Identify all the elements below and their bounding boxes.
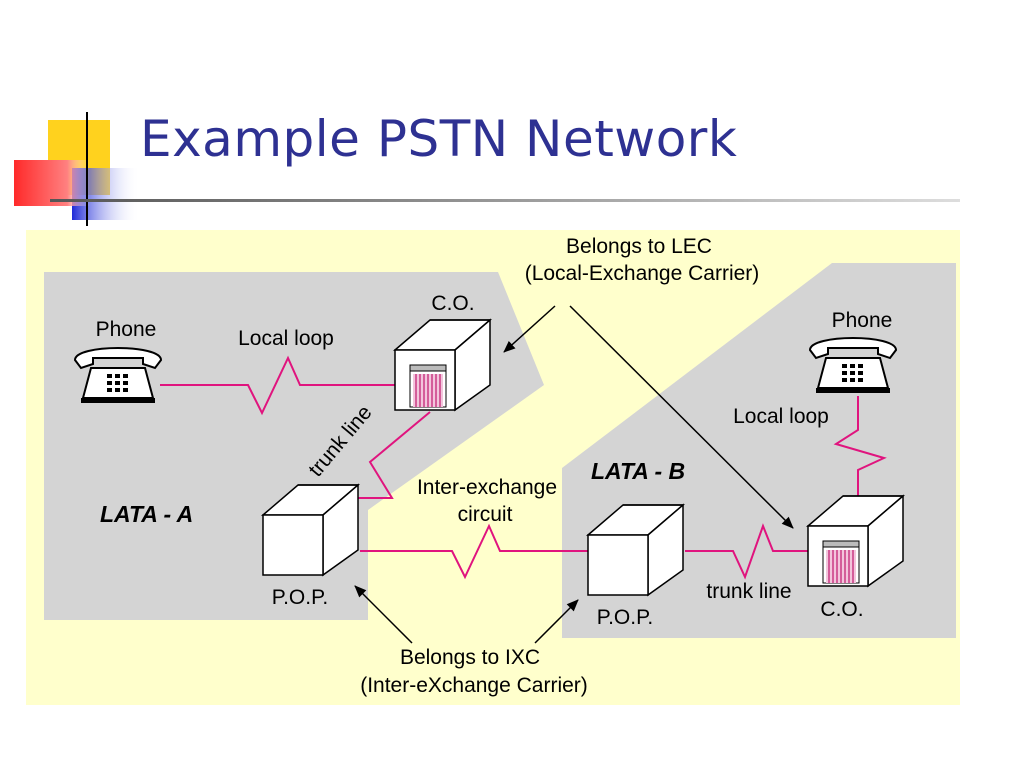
trunk-line-b-label: trunk line <box>706 580 791 603</box>
inter-exchange-label-line1: Inter-exchange <box>417 476 557 499</box>
lata-b-label: LATA - B <box>591 458 685 484</box>
local-loop-line-a <box>160 355 395 416</box>
lec-label-line2: (Local-Exchange Carrier) <box>525 262 760 285</box>
co-a-label: C.O. <box>431 292 474 315</box>
inter-exchange-label-line2: circuit <box>458 503 513 526</box>
title-decoration <box>14 112 960 226</box>
ixc-label-line2: (Inter-eXchange Carrier) <box>360 674 588 697</box>
inter-exchange-circuit-line <box>360 523 590 580</box>
page-title: Example PSTN Network <box>140 110 738 168</box>
ixc-arrow-to-pop-a <box>354 585 413 644</box>
trunk-line-a <box>340 411 431 499</box>
lata-a-label: LATA - A <box>100 501 193 527</box>
phone-b-label: Phone <box>832 309 893 332</box>
local-loop-b-label: Local loop <box>733 405 829 428</box>
ixc-label-line1: Belongs to IXC <box>400 646 540 669</box>
co-b-label: C.O. <box>820 598 863 621</box>
lec-arrow-to-co-a <box>503 305 556 353</box>
local-loop-line-b <box>833 396 887 498</box>
pop-b-label: P.O.P. <box>597 606 653 629</box>
lec-arrow-to-co-b <box>569 305 794 529</box>
lec-label-line1: Belongs to LEC <box>566 235 712 258</box>
ixc-arrow-to-pop-b <box>534 599 579 644</box>
local-loop-a-label: Local loop <box>238 327 334 350</box>
pop-a-label: P.O.P. <box>272 586 328 609</box>
phone-a-label: Phone <box>96 318 157 341</box>
trunk-line-b <box>685 523 808 580</box>
